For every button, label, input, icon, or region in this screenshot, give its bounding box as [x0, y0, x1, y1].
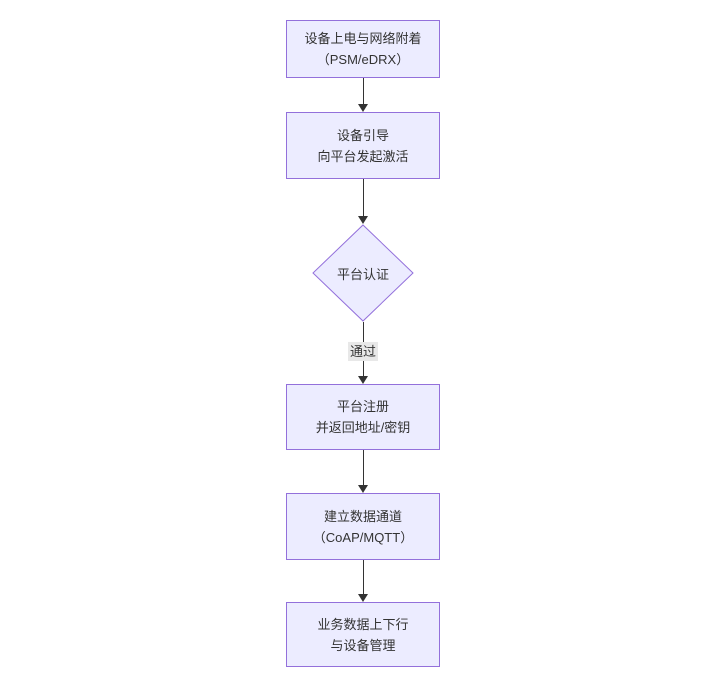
node-label-line: 建立数据通道 [323, 508, 402, 524]
node-label-line: 向平台发起激活 [317, 148, 409, 164]
node-label-line: （CoAP/MQTT） [312, 529, 414, 545]
node-label-line: 并返回地址/密钥 [315, 420, 411, 435]
node-platform-register: 平台注册 并返回地址/密钥 [286, 384, 440, 450]
node-label-line: 业务数据上下行 [317, 616, 409, 632]
node-platform-auth-decision: 平台认证 [312, 224, 414, 322]
diamond-shape [312, 224, 414, 322]
edge-a-b [343, 78, 383, 112]
node-label-line: 设备上电与网络附着 [304, 31, 422, 46]
edge-e-f [343, 560, 383, 602]
edge-b-c [343, 179, 383, 224]
node-label-line: 平台认证 [336, 266, 389, 282]
edge-line [362, 450, 364, 485]
arrowhead-down-icon [358, 376, 368, 384]
node-business-data-device-mgmt: 业务数据上下行 与设备管理 [286, 602, 440, 667]
edge-d-e [343, 450, 383, 493]
node-device-power-network-attach: 设备上电与网络附着 （PSM/eDRX） [286, 20, 440, 78]
edge-label-pass: 通过 [347, 341, 379, 361]
edge-line [362, 179, 364, 216]
flowchart: 设备上电与网络附着 （PSM/eDRX） 设备引导 向平台发起激活 平台认证 通… [286, 20, 440, 667]
node-device-bootstrap-activate: 设备引导 向平台发起激活 [286, 112, 440, 179]
node-data-channel: 建立数据通道 （CoAP/MQTT） [286, 493, 440, 560]
node-label-line: （PSM/eDRX） [316, 52, 410, 67]
arrowhead-down-icon [358, 216, 368, 224]
edge-line [362, 78, 364, 104]
node-label-line: 平台注册 [336, 399, 389, 414]
arrowhead-down-icon [358, 485, 368, 493]
edge-line [362, 560, 364, 594]
edge-c-d: 通过 [343, 322, 383, 384]
node-label-line: 设备引导 [336, 127, 389, 143]
arrowhead-down-icon [358, 594, 368, 602]
arrowhead-down-icon [358, 104, 368, 112]
node-label-line: 与设备管理 [330, 637, 396, 653]
